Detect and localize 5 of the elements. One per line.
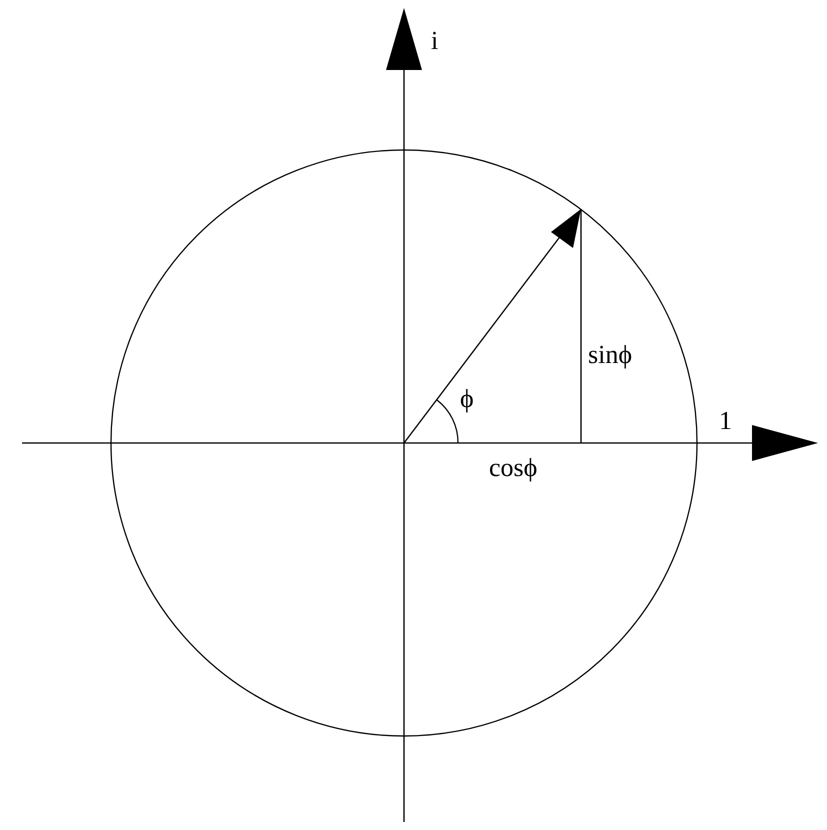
angle-label: ϕ	[460, 386, 474, 412]
axis-label: 1	[719, 408, 732, 434]
cosine-label: cosϕ	[489, 455, 538, 481]
axis-label: i	[431, 28, 438, 54]
sine-label: sinϕ	[588, 342, 632, 368]
